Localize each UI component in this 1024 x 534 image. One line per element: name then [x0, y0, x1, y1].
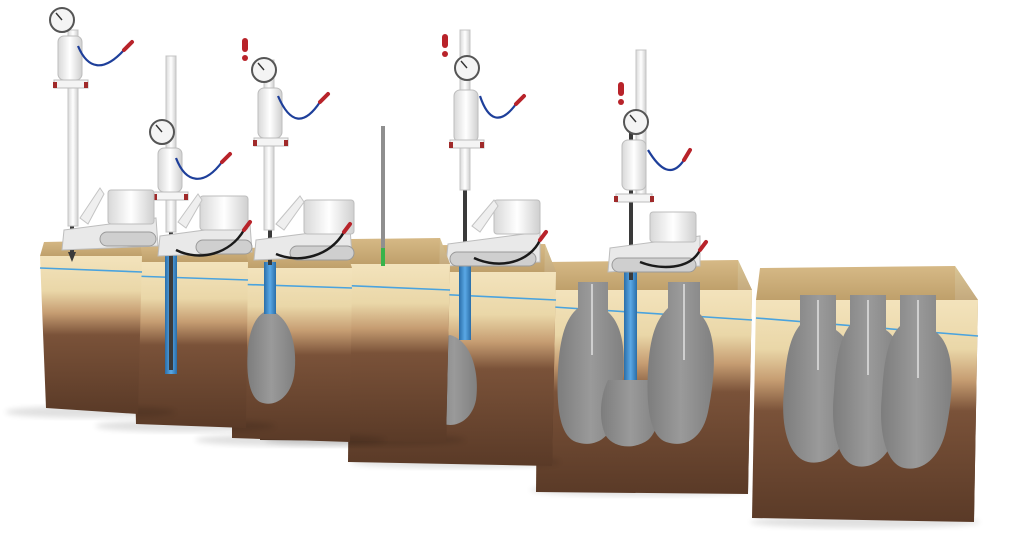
water-line [537, 305, 753, 321]
grout-column [880, 295, 952, 469]
soil-block-top [756, 266, 978, 300]
rig-engine [649, 211, 697, 243]
soil-block-front [40, 256, 142, 414]
grout-column [647, 282, 714, 444]
crawler-track [99, 231, 157, 247]
hose-coupling-icon [682, 148, 692, 162]
reinforcement-bar [381, 126, 385, 256]
drill-bit-icon [68, 252, 76, 262]
hose-coupling-icon [318, 92, 330, 104]
grout-hose [174, 157, 223, 180]
rig-head [453, 89, 479, 143]
rig-engine [107, 189, 155, 225]
water-line [39, 267, 143, 273]
grout-column-base [600, 380, 661, 447]
drill-rod [169, 150, 173, 370]
feed-hose [473, 239, 542, 265]
rig-head [257, 87, 283, 139]
stage-6-third-column [530, 49, 753, 496]
feed-hose [639, 249, 702, 269]
drilling-rig [607, 49, 708, 273]
rig-boom [275, 195, 305, 231]
stage-1-drilling [5, 7, 175, 418]
grout-hose [76, 45, 125, 67]
rig-engine [493, 199, 541, 235]
bar-guide-icon [381, 248, 385, 266]
stage-3-grouting-bulb [195, 38, 385, 446]
feed-hose [275, 231, 346, 260]
grout-hose [478, 95, 517, 119]
drilling-rig [49, 7, 159, 251]
grout-bulb [247, 310, 296, 404]
rig-boom [471, 199, 499, 233]
crawler-track [195, 239, 253, 255]
water-line [131, 275, 249, 281]
feed-hose [175, 229, 246, 257]
grout-hose [647, 149, 685, 172]
alert-icon [618, 82, 624, 105]
alert-icon [442, 34, 448, 57]
rig-head [621, 139, 647, 191]
rig-head [57, 35, 83, 81]
rig-mast [67, 29, 79, 227]
rig-engine [199, 195, 249, 231]
hose-coupling-icon [514, 94, 526, 106]
water-line [231, 283, 353, 289]
soil-block-front [132, 262, 248, 428]
hose-coupling-icon [220, 152, 232, 164]
drilling-rig [149, 55, 253, 257]
grout-hose [276, 95, 321, 120]
drilling-rig [242, 38, 355, 261]
casing-pipe [459, 264, 471, 340]
rig-mast [165, 55, 177, 233]
rig-boom [79, 187, 105, 225]
hose-coupling-icon [122, 40, 134, 52]
stage-7-finished-wall [750, 266, 980, 528]
stage-2-casing-inserted [95, 55, 275, 432]
drilling-rig [442, 29, 548, 267]
casing-pipe [264, 262, 276, 314]
rig-engine [303, 199, 355, 235]
casing-pipe [624, 268, 637, 380]
rig-head [157, 147, 183, 193]
rig-boom [177, 193, 203, 229]
alert-icon [242, 38, 248, 61]
